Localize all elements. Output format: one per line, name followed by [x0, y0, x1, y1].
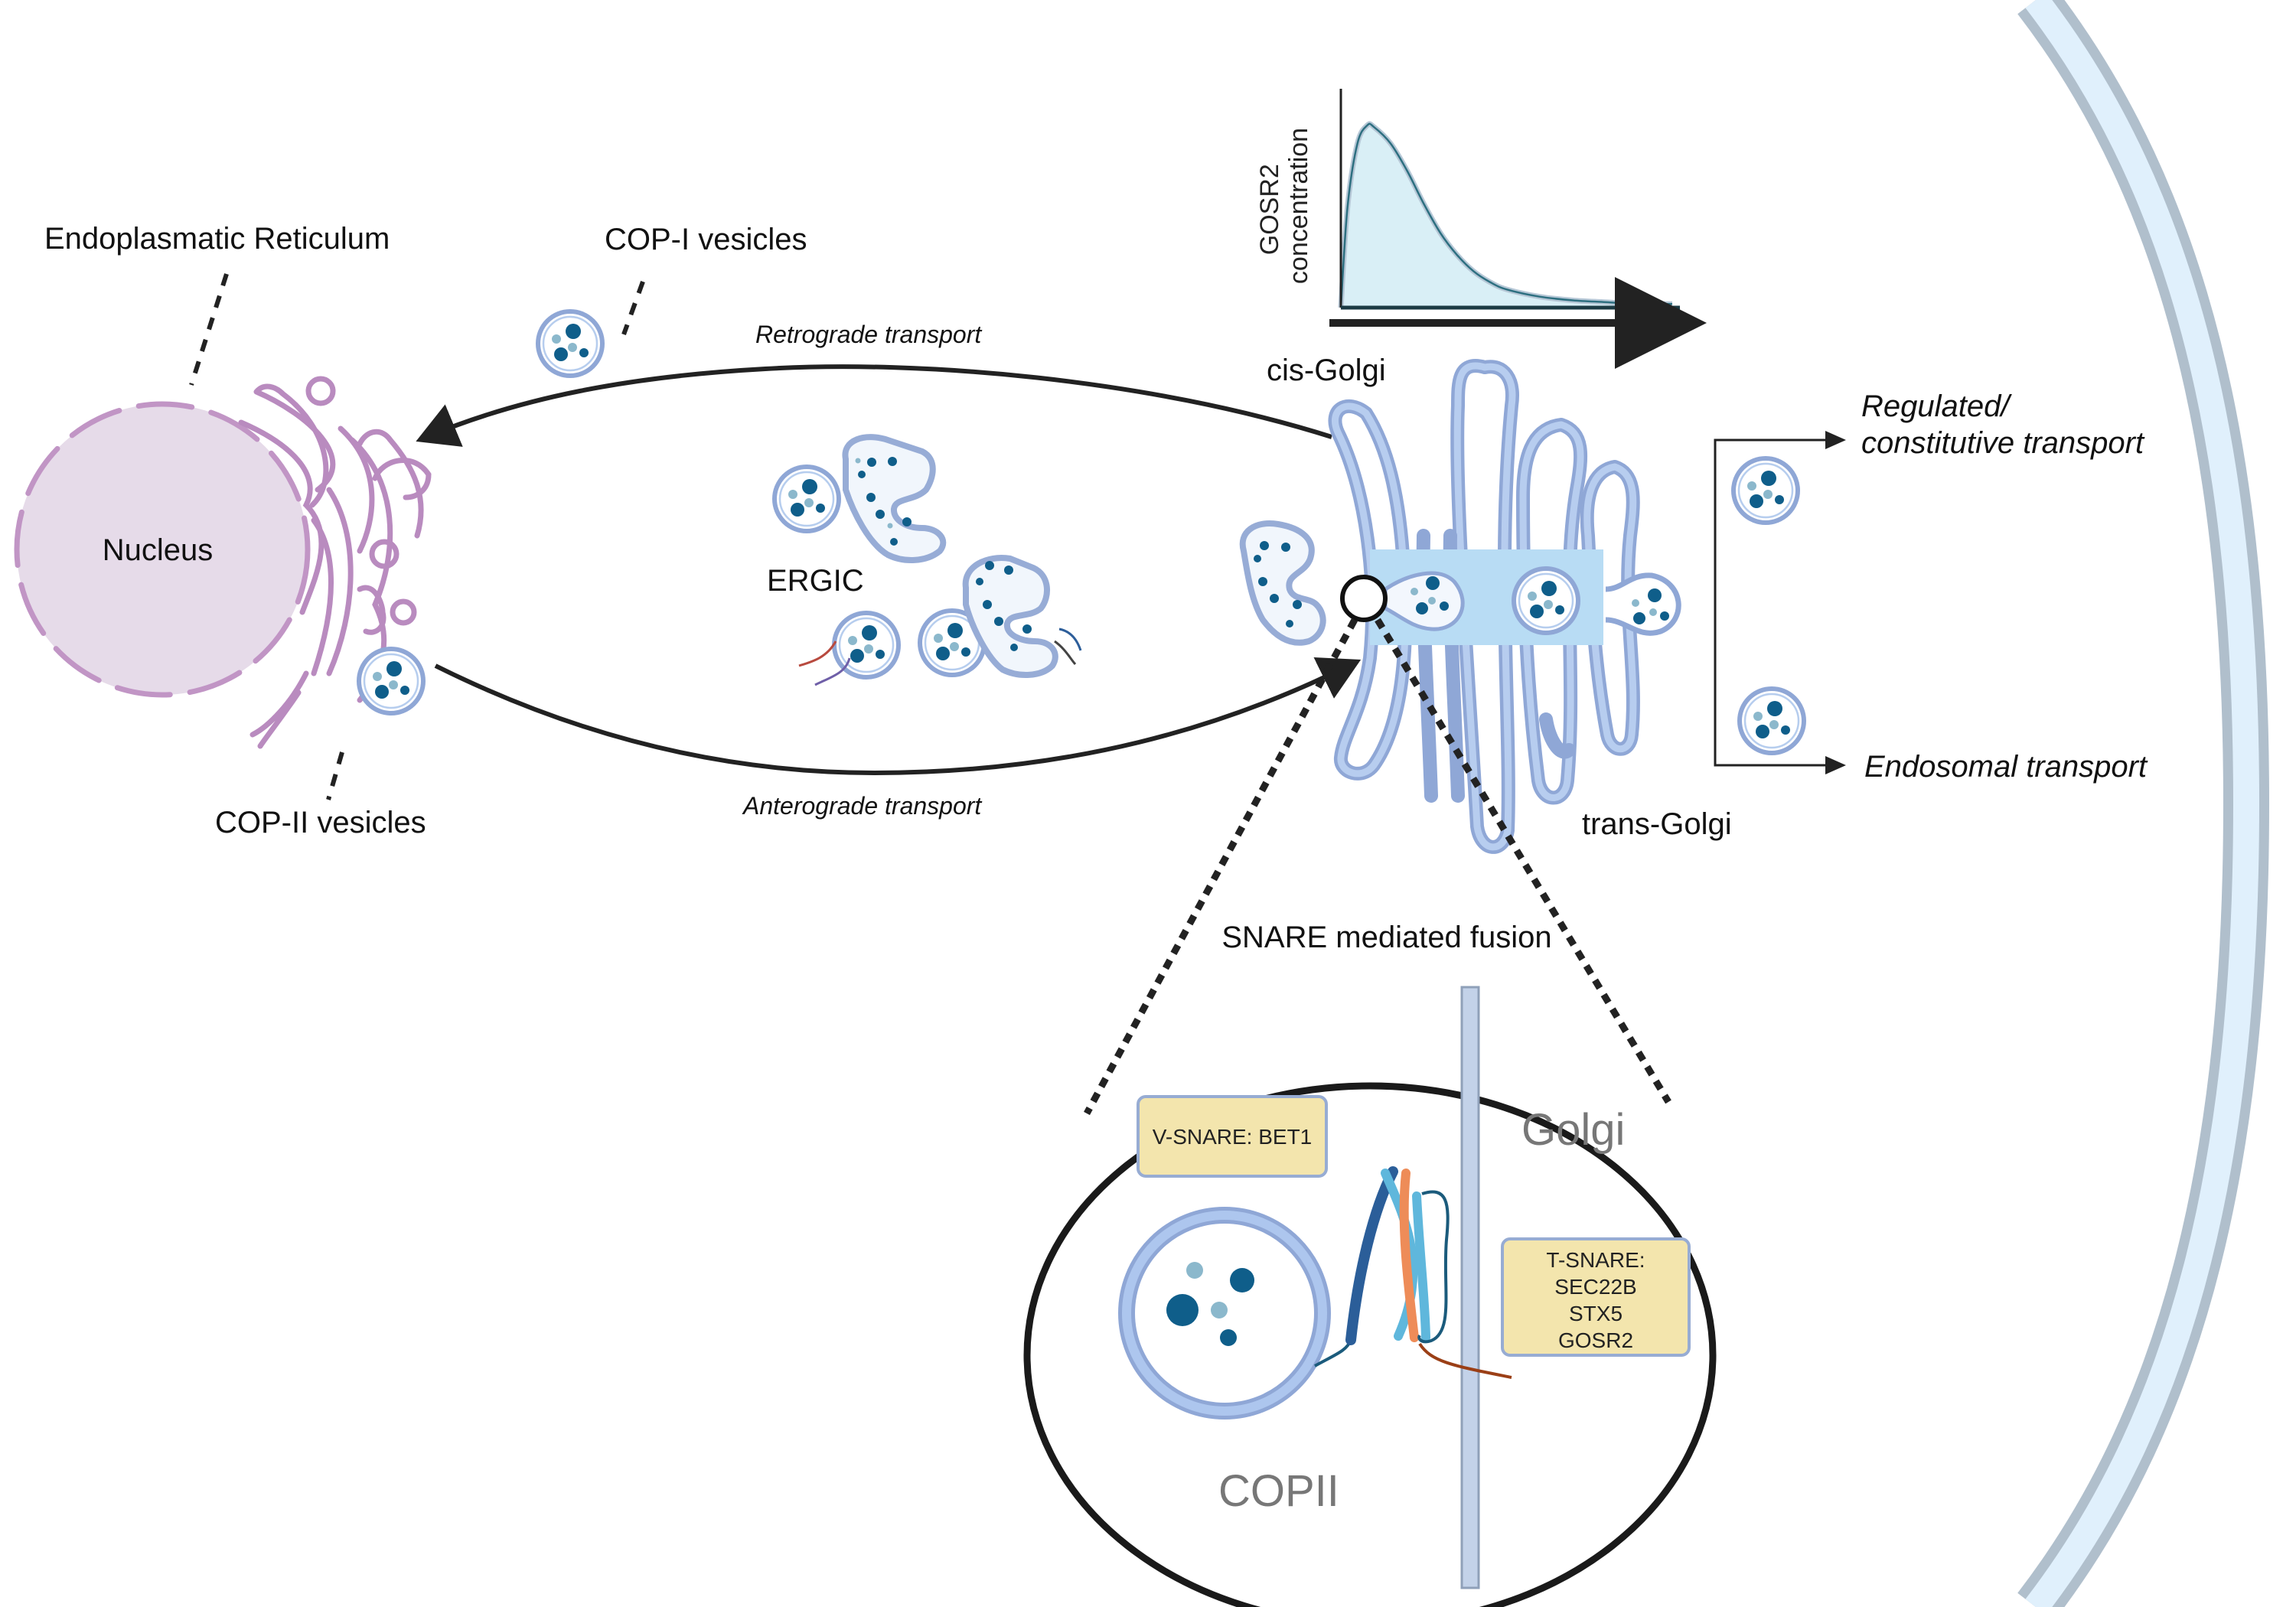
exit-arrow-regulated: [1825, 431, 1846, 449]
t-snare-label-3: GOSR2: [1558, 1328, 1633, 1352]
cop2-label: COP-II vesicles: [215, 806, 426, 839]
inset-golgi-label: Golgi: [1521, 1105, 1625, 1155]
trans-golgi-label: trans-Golgi: [1582, 807, 1732, 841]
ergic-label: ERGIC: [767, 564, 864, 598]
t-snare-label-1: SEC22B: [1554, 1275, 1636, 1299]
cop1-vesicle: [538, 311, 602, 376]
snare-complex: [1314, 1166, 1512, 1379]
t-snare-helix-orange: [1399, 1169, 1419, 1342]
exit-bracket: [1714, 438, 1844, 767]
t-snare-box: T-SNARE: SEC22B STX5 GOSR2: [1501, 1237, 1691, 1357]
t-snare-label-0: T-SNARE:: [1546, 1248, 1645, 1272]
retrograde-arrow: [416, 364, 1332, 447]
inset-leader-left: [1084, 618, 1358, 1116]
fusion-site-marker: [1340, 575, 1388, 622]
nucleus-label: Nucleus: [103, 533, 214, 567]
chart-curve: [1339, 122, 1673, 308]
golgi-membrane: [1460, 986, 1480, 1589]
snare-title: SNARE mediated fusion: [1221, 921, 1551, 954]
golgi-internal-vesicle: [1514, 569, 1578, 633]
golgi-cisternae: [1328, 359, 1640, 854]
chart-y-label-line2: concentration: [1284, 128, 1313, 284]
v-snare-box: V-SNARE: BET1: [1137, 1095, 1328, 1178]
v-snare-bet1: [1345, 1166, 1398, 1345]
cis-golgi-label: cis-Golgi: [1267, 354, 1386, 387]
cop2-vesicle: [359, 649, 423, 713]
golgi-budding-vesicle: [1605, 572, 1681, 636]
t-snare-anchor: [1418, 1342, 1512, 1379]
cop1-label: COP-I vesicles: [605, 223, 807, 256]
golgi-fusing-vesicle: [1383, 571, 1465, 631]
snare-inset: SNARE mediated fusion Golgi COPII: [1023, 618, 1717, 1607]
endosomal-label: Endosomal transport: [1864, 750, 2148, 784]
ergic-cluster: ERGIC: [767, 434, 1082, 686]
er-leader-line: [189, 273, 229, 386]
ergic-vesicle: [775, 467, 839, 531]
cop2-leader-line: [326, 751, 344, 800]
anterograde-arrow: [434, 657, 1362, 776]
chart-area-fill: [1341, 123, 1672, 308]
nucleus: Nucleus: [14, 401, 311, 698]
er-label: Endoplasmatic Reticulum: [44, 222, 390, 256]
retrograde-label: Retrograde transport: [755, 321, 982, 348]
endosomal-vesicle: [1740, 689, 1804, 753]
ergic-compartment-docking: [1239, 520, 1326, 646]
cop1-leader-line: [621, 280, 645, 336]
chart-y-label-line1: GOSR2: [1255, 164, 1284, 255]
t-snare-helix-2: [1412, 1191, 1430, 1342]
v-snare-label: V-SNARE: BET1: [1153, 1125, 1313, 1149]
t-snare-label-2: STX5: [1569, 1302, 1623, 1325]
copii-vesicle-large: [1118, 1207, 1331, 1420]
anterograde-label: Anterograde transport: [742, 792, 982, 820]
gosr2-chart: GOSR2 concentration: [1255, 89, 1707, 369]
ergic-compartment: [962, 555, 1058, 678]
chart-y-label: GOSR2 concentration: [1255, 128, 1313, 284]
cell-membrane: [2017, 0, 2270, 1607]
secretory-vesicle: [1733, 458, 1798, 523]
regulated-label-line2: constitutive transport: [1861, 426, 2145, 460]
golgi-apparatus: cis-Golgi trans-Golgi: [1239, 354, 1732, 854]
inset-copii-label: COPII: [1218, 1466, 1339, 1516]
t-snare-loop: [1417, 1190, 1450, 1344]
regulated-label-line1: Regulated/: [1861, 390, 2012, 423]
exit-arrow-endosomal: [1825, 756, 1846, 774]
exit-pathways: Regulated/ constitutive transport Endoso…: [1714, 390, 2148, 784]
